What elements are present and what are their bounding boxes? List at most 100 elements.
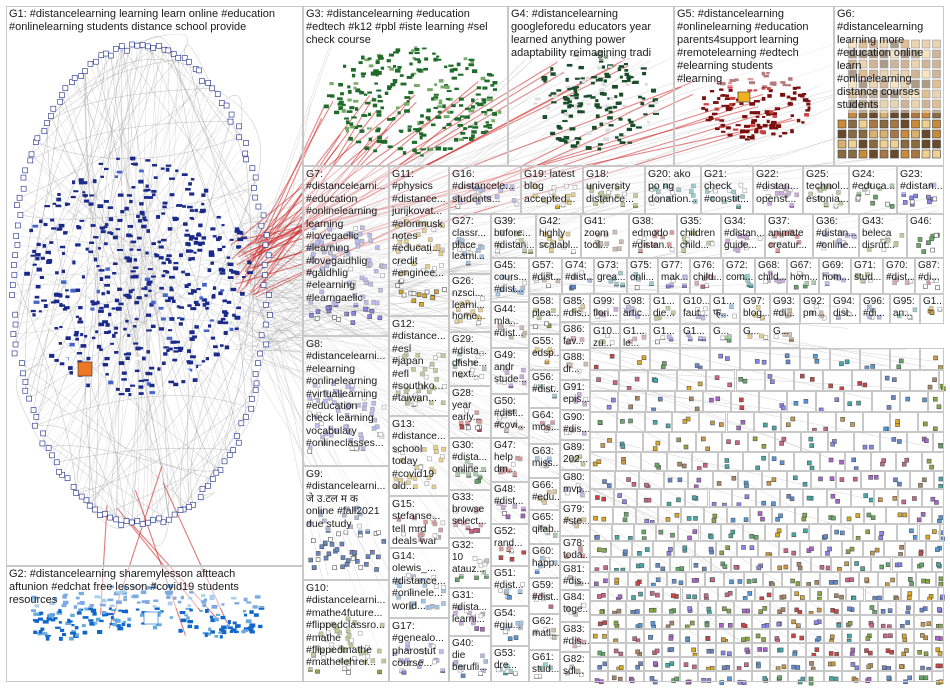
group-g48-cell: G48: #dist... — [491, 482, 529, 524]
group-g58-cell: G58: plea... — [529, 294, 560, 334]
group-g35-label: G35: children child... — [678, 215, 720, 252]
small-group-cell — [765, 370, 794, 391]
small-group-cell — [662, 629, 680, 643]
small-group-cell — [641, 452, 667, 471]
small-group-cell — [661, 489, 685, 507]
group-g9-cell: G9: #distancelearni... जे उ.टल म क onlin… — [303, 466, 389, 580]
small-group-cell — [865, 587, 883, 601]
small-group-cell — [811, 471, 836, 489]
small-group-cell — [831, 524, 853, 541]
small-group-cell — [898, 489, 922, 507]
small-group-cell — [885, 471, 910, 489]
group-g103-cell: G1... — [920, 294, 944, 324]
small-group-cell — [932, 629, 944, 643]
small-group-cell — [878, 629, 896, 643]
group-g25-label: G25: technol... estonia... — [804, 167, 848, 206]
small-group-cell — [840, 572, 859, 587]
small-group-cell — [709, 489, 733, 507]
small-group-cell — [590, 601, 608, 615]
group-g88-label: G88: dr... — [561, 351, 589, 377]
small-group-cell — [883, 587, 901, 601]
small-group-cell — [926, 541, 944, 557]
small-group-cell — [823, 370, 852, 391]
small-group-cell — [632, 541, 653, 557]
small-group-cell — [613, 507, 636, 524]
group-g74-cell: G74: #dist... — [562, 258, 594, 294]
small-group-cell — [752, 629, 770, 643]
group-g45-label: G45: cours... #dist... — [492, 259, 528, 296]
group-g67-label: G67: hom... — [788, 259, 818, 285]
small-group-cell — [688, 471, 713, 489]
group-g22-label: G22: #distan... openst... — [754, 167, 802, 206]
group-g36-cell: G36: #distan... #online... — [813, 214, 859, 258]
small-group-cell — [731, 557, 751, 572]
group-g30-label: G30: #dista... online... — [450, 439, 490, 476]
group-g110-cell: G... — [770, 324, 800, 348]
group-g54-label: G54: #giu... — [492, 607, 528, 633]
small-group-cell — [656, 524, 678, 541]
small-group-cell — [919, 587, 937, 601]
small-group-cell — [648, 370, 677, 391]
group-g36-label: G36: #distan... #online... — [814, 215, 858, 252]
group-g40-cell: G40: die berufli... — [449, 636, 491, 682]
small-group-cell — [801, 572, 820, 587]
small-group-cell — [731, 391, 759, 412]
small-group-cell — [816, 391, 844, 412]
small-group-cell — [759, 391, 787, 412]
group-g12-cell: G12: #distance... #esl #japan #efl #sout… — [389, 316, 449, 416]
small-group-cell — [854, 432, 880, 452]
small-group-cell — [685, 489, 709, 507]
small-group-cell — [810, 587, 828, 601]
small-group-cell — [752, 657, 770, 671]
group-g82-label: G82: sdl... — [561, 653, 589, 679]
group-g87-cell: G87: #di... — [915, 258, 944, 294]
small-group-cell — [650, 557, 670, 572]
group-g38-cell: G38: edmodo #distan... — [629, 214, 677, 258]
small-group-cell — [619, 370, 648, 391]
small-group-cell — [630, 557, 650, 572]
group-g57-label: G57: #dist... — [530, 259, 561, 285]
small-group-cell — [743, 524, 765, 541]
group-g95-label: G95: an... — [891, 295, 919, 321]
small-group-cell — [590, 615, 608, 629]
small-group-cell — [664, 471, 689, 489]
small-group-cell — [860, 348, 890, 370]
small-group-cell — [932, 615, 944, 629]
small-group-cell — [914, 629, 932, 643]
small-group-cell — [773, 587, 791, 601]
small-group-cell — [818, 507, 841, 524]
group-g100-label: G1... die... — [651, 295, 679, 321]
group-g33-label: G33: browse select... — [450, 491, 490, 528]
group-g48-label: G48: #dist... — [492, 483, 528, 509]
group-g80-cell: G80: mvp... — [560, 470, 590, 502]
small-group-cell — [672, 412, 699, 432]
small-group-cell — [824, 671, 842, 682]
small-group-cell — [860, 601, 878, 615]
group-g90-cell: G90: #dis... — [560, 410, 590, 440]
group-g88-cell: G88: dr... — [560, 350, 590, 380]
small-group-cell — [645, 412, 672, 432]
group-g86-label: G86: fav... — [561, 323, 589, 349]
small-group-cell — [590, 524, 612, 541]
small-group-cell — [662, 615, 680, 629]
group-g62-cell: G62: matl... — [529, 614, 560, 650]
group-g73-cell: G73: grea... — [594, 258, 627, 294]
small-group-cell — [828, 432, 854, 452]
small-group-cell — [590, 489, 614, 507]
small-group-cell — [608, 671, 626, 682]
group-g96-cell: G96: #di... — [860, 294, 890, 324]
group-g23-label: G23: #distan... — [898, 167, 943, 194]
small-group-cell — [806, 629, 824, 643]
small-group-cell — [800, 541, 821, 557]
small-group-cell — [716, 601, 734, 615]
small-group-cell — [809, 524, 831, 541]
group-g100-cell: G1... die... — [650, 294, 680, 324]
small-group-cell — [698, 601, 716, 615]
small-group-cell — [754, 412, 781, 432]
small-group-cell — [914, 671, 932, 682]
group-g11-cell: G11: #physics #distance... jurijkovat...… — [389, 166, 449, 316]
group-g9-label: G9: #distancelearni... जे उ.टल म क onlin… — [304, 467, 388, 531]
small-group-cell — [752, 615, 770, 629]
small-group-cell — [751, 557, 771, 572]
small-group-cell — [842, 671, 860, 682]
